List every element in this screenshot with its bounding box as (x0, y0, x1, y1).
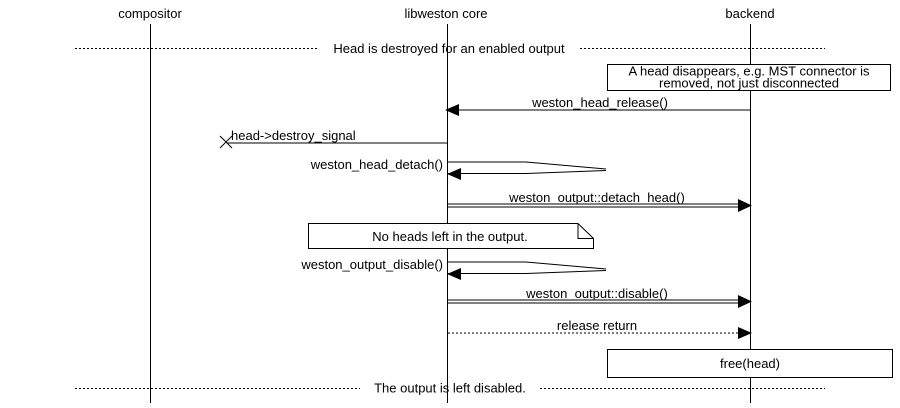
self-call-bottom-line (448, 270, 607, 274)
message-weston-head-release: weston_head_release() (445, 95, 750, 116)
actor-label-compositor: compositor (118, 6, 182, 21)
arrowhead-left-icon (447, 268, 461, 280)
arrowhead-left-icon (445, 104, 459, 116)
divider-label: The output is left disabled. (374, 381, 526, 396)
self-call-top-line (448, 161, 607, 170)
arrowhead-left-icon (447, 168, 461, 180)
message-label: weston_head_release() (531, 95, 668, 110)
message-label: weston_head_detach() (310, 157, 443, 172)
note-fold-icon (577, 223, 594, 239)
message-release-return: release return (448, 318, 752, 339)
divider-head-destroyed: Head is destroyed for an enabled output (75, 41, 825, 56)
note-text: free(head) (720, 356, 780, 371)
self-message-weston-output-disable: weston_output_disable() (300, 257, 607, 280)
divider-label: Head is destroyed for an enabled output (333, 41, 565, 56)
note-text-line1: A head disappears, e.g. MST connector is (628, 64, 870, 79)
actor-label-backend: backend (725, 6, 774, 21)
note-head-disappears: A head disappears, e.g. MST connector is… (607, 64, 891, 91)
arrowhead-right-icon (738, 327, 752, 339)
arrowhead-right-icon (738, 199, 752, 212)
lost-message-x-icon (219, 135, 233, 149)
note-no-heads-left: No heads left in the output. (308, 223, 594, 249)
self-call-bottom-line (448, 170, 607, 174)
note-text: No heads left in the output. (372, 229, 527, 244)
message-weston-output-detach-head: weston_output::detach_head() (448, 190, 752, 212)
note-text-line2: removed, not just disconnected (659, 76, 839, 91)
arrowhead-right-icon (738, 295, 752, 308)
note-box (607, 64, 891, 91)
message-label: weston_output::detach_head() (508, 190, 685, 205)
self-message-weston-head-detach: weston_head_detach() (310, 157, 607, 180)
message-weston-output-disable-call: weston_output::disable() (448, 286, 752, 308)
note-box (607, 349, 893, 378)
message-label: weston_output_disable() (300, 257, 443, 272)
note-free-head: free(head) (607, 349, 893, 378)
self-call-top-line (448, 261, 607, 270)
actor-label-libweston-core: libweston core (404, 6, 487, 21)
note-box (308, 223, 594, 249)
message-head-destroy-signal: head->destroy_signal (219, 128, 447, 149)
message-label: release return (557, 318, 637, 333)
message-label: weston_output::disable() (525, 286, 668, 301)
message-label: head->destroy_signal (231, 128, 356, 143)
divider-output-left-disabled: The output is left disabled. (75, 381, 825, 396)
